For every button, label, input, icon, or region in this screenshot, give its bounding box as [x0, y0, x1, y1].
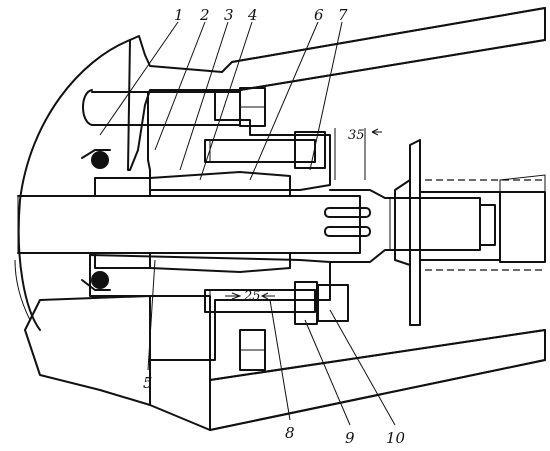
- dimension-upper-label: 35: [348, 128, 365, 143]
- callout-1: 1: [174, 6, 184, 24]
- seal-ring-top: [81, 149, 111, 169]
- outer-housing-bottom: [24, 295, 546, 431]
- callout-labels: 1 2 3 4 6 7 5 8 9 10: [143, 6, 406, 447]
- upper-gland-body: [147, 91, 331, 191]
- callout-10: 10: [386, 429, 406, 447]
- leader-lines: [99, 21, 396, 426]
- callout-7: 7: [338, 6, 348, 24]
- lower-gland-body: [89, 254, 331, 361]
- callout-2: 2: [199, 6, 210, 24]
- callout-8: 8: [285, 424, 295, 442]
- lower-nut-left: [239, 329, 266, 371]
- outer-housing-top: [127, 7, 546, 171]
- right-band: [499, 174, 546, 193]
- callout-9: 9: [345, 429, 355, 447]
- dimension-lower-label: 25: [243, 289, 261, 304]
- callout-6: 6: [314, 6, 324, 24]
- callout-5: 5: [143, 374, 153, 392]
- guard-plate: [394, 139, 421, 326]
- callout-3: 3: [224, 6, 234, 24]
- dimension-lower: 25: [225, 289, 275, 304]
- dimension-upper: 35: [334, 128, 382, 180]
- left-body-outline: [14, 39, 131, 331]
- shaft: [17, 195, 361, 254]
- shaft-end-right: [419, 179, 546, 271]
- upper-short-bolt: [204, 131, 326, 169]
- upper-long-stud: [82, 87, 266, 127]
- packing-rings-bottom: [94, 252, 291, 273]
- seal-ring-bottom: [81, 271, 111, 291]
- packing-rings-top: [94, 171, 291, 197]
- callout-4: 4: [247, 6, 258, 24]
- lower-bolt: [204, 281, 349, 325]
- shaft-coupling: [324, 189, 481, 263]
